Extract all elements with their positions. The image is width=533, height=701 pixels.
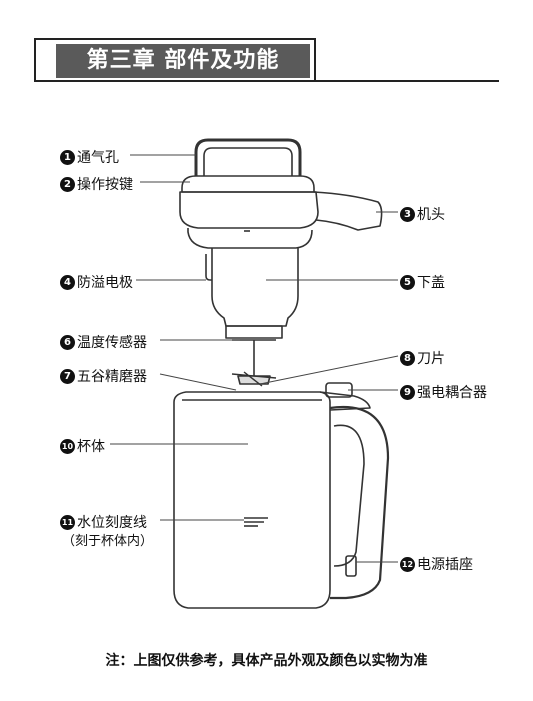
anti-overflow-electrode [205, 254, 212, 281]
part-name: 电源插座 [417, 557, 473, 573]
part-name: 通气孔 [77, 150, 119, 166]
chapter-title: 第三章 部件及功能 [86, 48, 280, 73]
part-label-6: 6 温度传感器 [60, 332, 147, 352]
part-number: 10 [60, 438, 75, 454]
part-number: 3 [400, 206, 415, 222]
part-label-8: 8 刀片 [400, 348, 445, 368]
part-number: 12 [400, 556, 415, 572]
head-top [181, 175, 315, 193]
part-name: 五谷精磨器 [77, 369, 147, 385]
lower-cover [211, 248, 299, 327]
chapter-header: 第三章 部件及功能 [34, 38, 316, 82]
temperature-sensor [225, 325, 283, 339]
part-label-9: 9 强电耦合器 [400, 382, 487, 402]
part-name: 温度传感器 [77, 335, 147, 351]
part-number: 11 [60, 514, 75, 530]
part-name: 下盖 [417, 275, 445, 291]
part-name: 水位刻度线 [77, 515, 147, 531]
chapter-title-band: 第三章 部件及功能 [56, 44, 310, 78]
part-name: 防溢电极 [77, 275, 133, 291]
cup-handle [329, 405, 390, 600]
part-number: 2 [60, 176, 75, 192]
part-number: 8 [400, 350, 415, 366]
part-name: 机头 [417, 207, 445, 223]
part-label-11: 11 水位刻度线 [60, 512, 147, 532]
part-name: 操作按键 [77, 177, 133, 193]
power-socket [345, 555, 357, 577]
leader-lines [110, 154, 399, 563]
part-label-10: 10 杯体 [60, 436, 105, 456]
part-sublabel-11: （刻于杯体内） [62, 534, 154, 549]
part-name: 杯体 [77, 439, 105, 455]
part-number: 5 [400, 274, 415, 290]
machine-head [179, 191, 319, 229]
header-rule [314, 80, 499, 82]
part-label-3: 3 机头 [400, 204, 445, 224]
footnote: 注：上图仅供参考，具体产品外观及颜色以实物为准 [105, 653, 428, 669]
part-name: 刀片 [417, 351, 445, 367]
part-number: 4 [60, 274, 75, 290]
part-label-5: 5 下盖 [400, 272, 445, 292]
part-label-7: 7 五谷精磨器 [60, 366, 147, 386]
part-label-12: 12 电源插座 [400, 554, 473, 574]
head-handle [194, 138, 302, 176]
part-label-1: 1 通气孔 [60, 147, 119, 167]
part-label-2: 2 操作按键 [60, 174, 133, 194]
cup-body [173, 391, 331, 609]
part-number: 7 [60, 368, 75, 384]
part-number: 1 [60, 149, 75, 165]
part-label-4: 4 防溢电极 [60, 272, 133, 292]
part-number: 6 [60, 334, 75, 350]
part-name: 强电耦合器 [417, 385, 487, 401]
part-number: 9 [400, 384, 415, 400]
head-spout [313, 191, 383, 231]
